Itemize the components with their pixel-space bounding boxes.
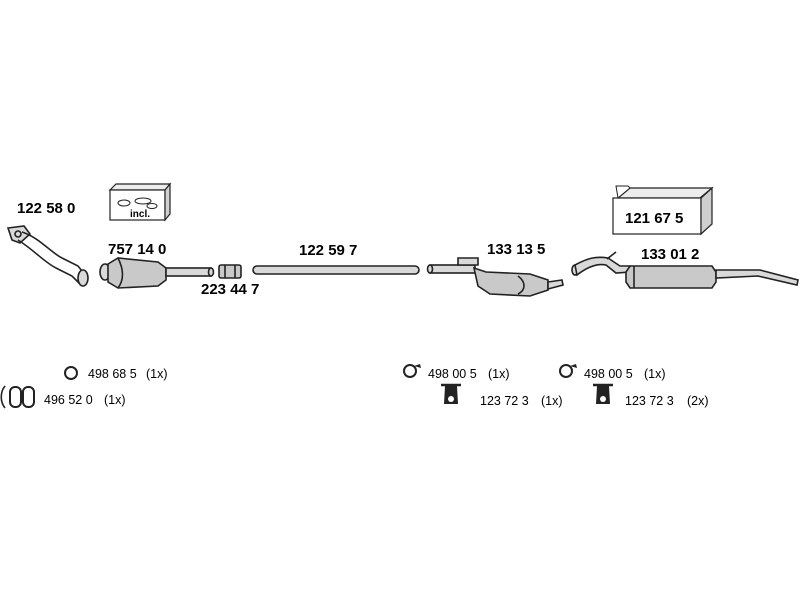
included-parts-box	[108, 182, 172, 222]
front-pipe-label: 122 58 0	[17, 200, 75, 217]
rubber-hanger-icon	[441, 383, 461, 404]
rubber-hanger-icon	[593, 383, 613, 404]
clamp-qty: (1x)	[104, 393, 126, 407]
catalytic-converter-label: 757 14 0	[108, 241, 166, 258]
middle-silencer[interactable]	[426, 257, 564, 297]
rear-silencer[interactable]	[571, 251, 799, 289]
middle-silencer-label: 133 13 5	[487, 241, 545, 258]
connector-label: 223 44 7	[201, 281, 259, 298]
middle-pipe[interactable]	[252, 265, 420, 275]
clamp-icon	[0, 385, 35, 409]
hanger-1-qty: (1x)	[541, 394, 563, 408]
connector[interactable]	[218, 264, 242, 279]
included-note: incl.	[130, 209, 150, 220]
rear-silencer-label: 133 01 2	[641, 246, 699, 263]
clamp-part: 496 52 0	[44, 393, 93, 407]
ring-2-part: 498 00 5	[428, 367, 477, 381]
ring-with-tab-icon	[559, 364, 577, 378]
ring-icon	[64, 366, 78, 380]
catalytic-converter[interactable]	[99, 257, 215, 289]
hanger-2-qty: (2x)	[687, 394, 709, 408]
rear-kit-box	[612, 185, 714, 236]
ring-2-qty: (1x)	[488, 367, 510, 381]
front-pipe[interactable]	[6, 225, 89, 287]
middle-pipe-label: 122 59 7	[299, 242, 357, 259]
hanger-1-part: 123 72 3	[480, 394, 529, 408]
ring-1-qty: (1x)	[146, 367, 168, 381]
hanger-2-part: 123 72 3	[625, 394, 674, 408]
ring-3-part: 498 00 5	[584, 367, 633, 381]
ring-1-part: 498 68 5	[88, 367, 137, 381]
ring-with-tab-icon	[403, 364, 421, 378]
ring-3-qty: (1x)	[644, 367, 666, 381]
rear-kit-box-label: 121 67 5	[625, 210, 683, 227]
